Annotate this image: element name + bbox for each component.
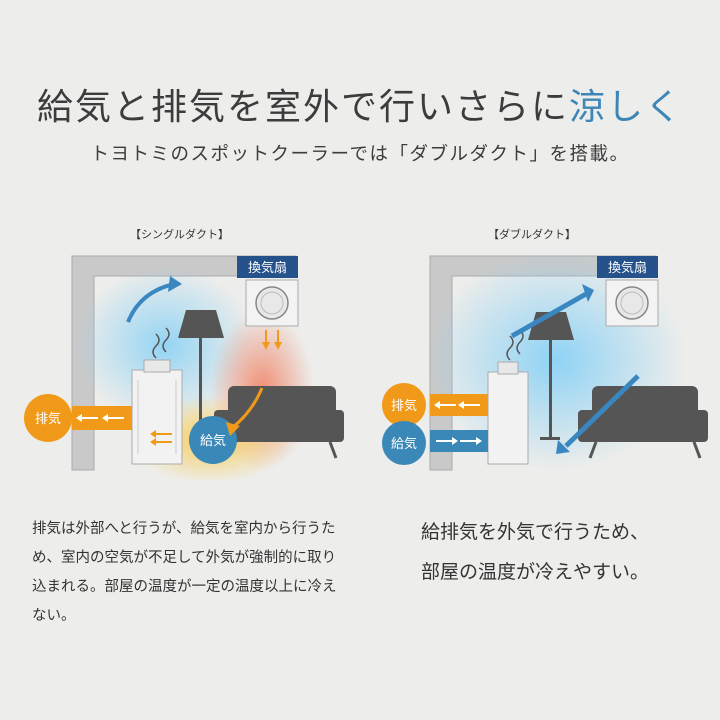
page-headline: 給気と排気を室外で行いさらに涼しく xyxy=(0,78,720,130)
intake-badge-label: 給気 xyxy=(391,436,417,452)
intake-badge xyxy=(382,421,426,465)
double-duct-label: 【ダブルダクト】 xyxy=(488,228,576,241)
cooler-wave xyxy=(162,327,170,353)
double-duct-description: 給排気を外気で行うため、 部屋の温度が冷えやすい。 xyxy=(380,512,690,592)
headline-accent: 涼しく xyxy=(569,87,684,128)
exhaust-badge xyxy=(382,383,426,427)
single-duct-label: 【シングルダクト】 xyxy=(130,228,229,241)
ventilation-fan xyxy=(245,279,299,327)
cooler-wave xyxy=(152,333,160,359)
headline-main: 給気と排気を室外で行いさらに xyxy=(36,87,569,128)
fan-intake-arrows xyxy=(262,330,282,350)
exhaust-badge-label: 排気 xyxy=(391,398,417,414)
spot-cooler xyxy=(131,359,183,465)
cool-air-arrow xyxy=(126,282,175,323)
ventilation-fan xyxy=(605,279,659,327)
intake-badge xyxy=(189,416,237,464)
exhaust-duct xyxy=(430,394,488,416)
intake-badge-label: 給気 xyxy=(200,433,226,449)
unit-intake-arrows xyxy=(150,430,172,446)
cool-air-arrow-head xyxy=(168,276,182,292)
cool-air-arrow xyxy=(564,374,640,448)
exhaust-badge xyxy=(24,394,72,442)
cool-air-arrow-head xyxy=(582,284,594,302)
single-duct-description: 排気は外部へと行うが、給気を室内から行うため、室内の空気が不足して外気が強制的に… xyxy=(32,521,337,624)
single-duct-diagram: 換気扇 排気 給気 xyxy=(24,255,344,480)
cooler-wave xyxy=(506,335,514,361)
intake-duct xyxy=(430,430,488,452)
cooler-wave xyxy=(516,329,524,355)
outside-air-arrow-head xyxy=(226,422,240,436)
fan-label-box xyxy=(597,256,658,278)
fan-label-box xyxy=(237,256,298,278)
double-duct-description-line2: 部屋の温度が冷えやすい。 xyxy=(420,561,649,583)
fan-label: 換気扇 xyxy=(608,260,647,276)
cool-air-arrow xyxy=(510,291,588,339)
spot-cooler xyxy=(487,361,529,465)
cool-air-arrow-head xyxy=(556,440,570,454)
exhaust-badge-label: 排気 xyxy=(35,411,61,427)
page-subline: トヨトミのスポットクーラーでは「ダブルダクト」を搭載。 xyxy=(90,144,630,165)
sofa xyxy=(214,386,344,459)
double-duct-description-line1: 給排気を外気で行うため、 xyxy=(420,521,649,543)
double-duct-diagram: 換気扇 排気 給気 xyxy=(382,250,708,471)
exhaust-duct xyxy=(72,406,132,430)
cool-air-glow xyxy=(75,267,255,423)
fan-label: 換気扇 xyxy=(248,260,287,276)
